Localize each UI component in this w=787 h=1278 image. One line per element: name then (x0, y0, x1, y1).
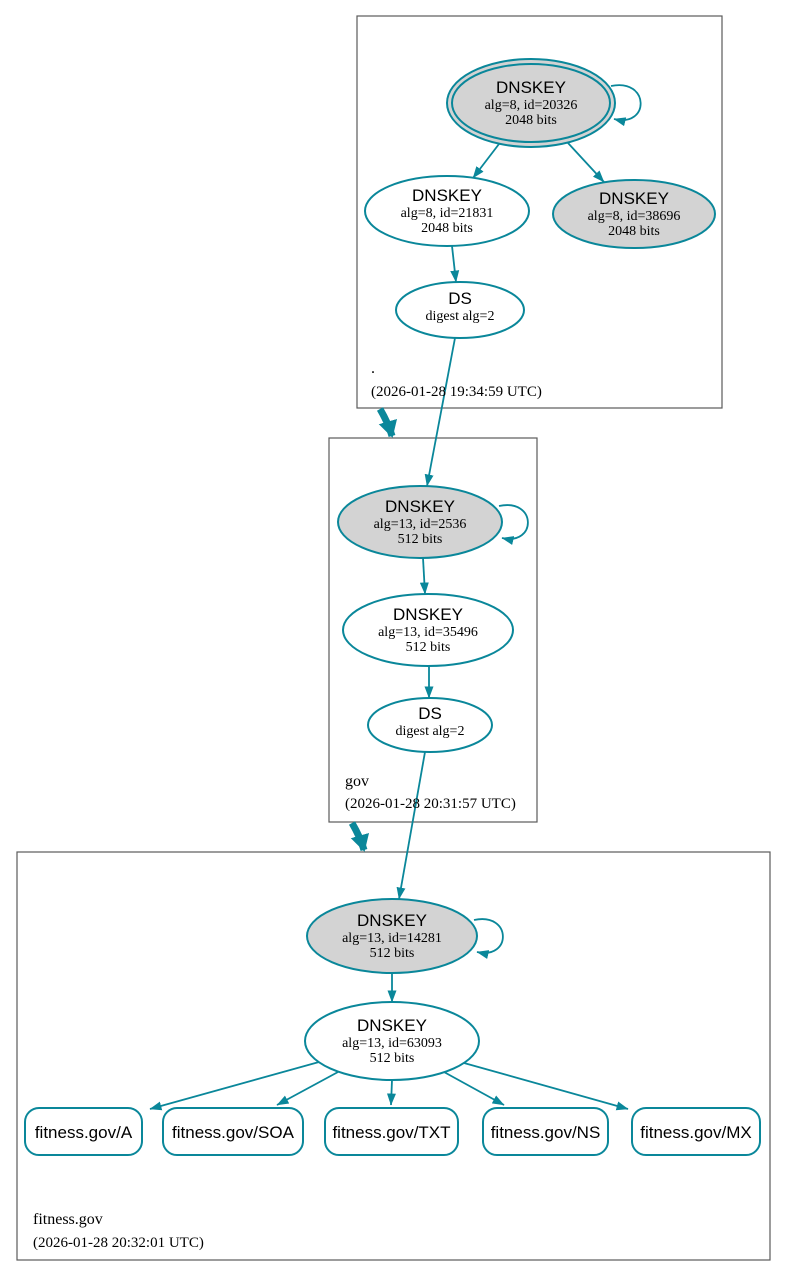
node-detail: digest alg=2 (426, 309, 495, 324)
zone-timestamp-fitness-gov: (2026-01-28 20:32:01 UTC) (33, 1235, 204, 1251)
edge-dnskey-63093-to-rrset-a (149, 1061, 320, 1111)
node-detail: alg=8, id=20326 (485, 98, 578, 113)
edge-dnskey-20326-to-dnskey-21831 (472, 143, 500, 179)
node-detail: digest alg=2 (396, 724, 465, 739)
edge-dnskey-20326-to-dnskey-38696 (567, 142, 605, 183)
node-detail: 512 bits (406, 640, 451, 655)
self-loop-dnskey-14281 (473, 918, 504, 959)
node-detail: 2048 bits (608, 224, 660, 239)
node-dnskey-14281-ksk[interactable]: DNSKEY alg=13, id=14281 512 bits (306, 898, 478, 974)
delegation-arrow-root-to-gov (376, 407, 398, 438)
node-dnskey-20326-ksk[interactable]: DNSKEY alg=8, id=20326 2048 bits (446, 58, 616, 148)
node-detail: 512 bits (370, 1051, 415, 1066)
node-title: DNSKEY (496, 78, 566, 97)
edge-ds-gov-to-dnskey-14281 (396, 751, 426, 900)
node-detail: alg=13, id=35496 (378, 625, 478, 640)
zone-name-gov: gov (345, 773, 369, 790)
edge-ds-root-to-dnskey-2536 (424, 337, 456, 487)
node-detail: 512 bits (370, 946, 415, 961)
edge-dnskey-63093-to-rrset-ns (443, 1071, 505, 1106)
zone-name-root: . (371, 360, 375, 377)
node-title: DNSKEY (357, 911, 427, 930)
edge-dnskey-63093-to-rrset-mx (463, 1062, 629, 1111)
edge-dnskey-63093-to-rrset-txt (386, 1079, 396, 1106)
rrset-fitness-gov-txt[interactable]: fitness.gov/TXT (324, 1107, 459, 1156)
self-loop-dnskey-2536 (498, 504, 529, 545)
zone-name-fitness-gov: fitness.gov (33, 1211, 103, 1228)
node-detail: alg=13, id=63093 (342, 1036, 442, 1051)
node-title: DNSKEY (385, 497, 455, 516)
node-dnskey-2536-ksk[interactable]: DNSKEY alg=13, id=2536 512 bits (337, 485, 503, 559)
node-title: DS (448, 289, 472, 308)
node-title: DNSKEY (357, 1016, 427, 1035)
edge-dnskey-63093-to-rrset-soa (276, 1071, 339, 1106)
zone-timestamp-root: (2026-01-28 19:34:59 UTC) (371, 384, 542, 400)
self-loop-dnskey-20326 (610, 84, 642, 127)
node-title: DNSKEY (393, 605, 463, 624)
node-detail: 512 bits (398, 532, 443, 547)
rrset-label: fitness.gov/TXT (332, 1123, 450, 1142)
node-title: DNSKEY (599, 189, 669, 208)
node-dnskey-38696[interactable]: DNSKEY alg=8, id=38696 2048 bits (552, 179, 716, 249)
node-title: DS (418, 704, 442, 723)
rrset-fitness-gov-soa[interactable]: fitness.gov/SOA (162, 1107, 304, 1156)
rrset-label: fitness.gov/MX (640, 1123, 752, 1142)
rrset-label: fitness.gov/A (35, 1123, 133, 1142)
node-detail: alg=13, id=2536 (374, 517, 467, 532)
rrset-label: fitness.gov/NS (491, 1123, 601, 1142)
node-detail: 2048 bits (421, 221, 473, 236)
node-detail: alg=8, id=38696 (588, 209, 681, 224)
edge-dnskey-2536-to-dnskey-35496 (419, 557, 429, 595)
zone-timestamp-gov: (2026-01-28 20:31:57 UTC) (345, 796, 516, 812)
node-dnskey-21831[interactable]: DNSKEY alg=8, id=21831 2048 bits (364, 175, 530, 247)
rrset-fitness-gov-a[interactable]: fitness.gov/A (24, 1107, 143, 1156)
edge-dnskey-21831-to-ds-root (450, 245, 460, 283)
node-title: DNSKEY (412, 186, 482, 205)
node-detail: alg=8, id=21831 (401, 206, 494, 221)
node-ds-root[interactable]: DS digest alg=2 (395, 281, 525, 339)
rrset-fitness-gov-ns[interactable]: fitness.gov/NS (482, 1107, 609, 1156)
node-ds-gov[interactable]: DS digest alg=2 (367, 697, 493, 753)
node-dnskey-35496[interactable]: DNSKEY alg=13, id=35496 512 bits (342, 593, 514, 667)
delegation-arrow-gov-to-fitness-gov (348, 821, 370, 852)
node-detail: 2048 bits (505, 113, 557, 128)
rrset-label: fitness.gov/SOA (172, 1123, 295, 1142)
node-dnskey-63093[interactable]: DNSKEY alg=13, id=63093 512 bits (304, 1001, 480, 1081)
node-detail: alg=13, id=14281 (342, 931, 442, 946)
rrset-fitness-gov-mx[interactable]: fitness.gov/MX (631, 1107, 761, 1156)
